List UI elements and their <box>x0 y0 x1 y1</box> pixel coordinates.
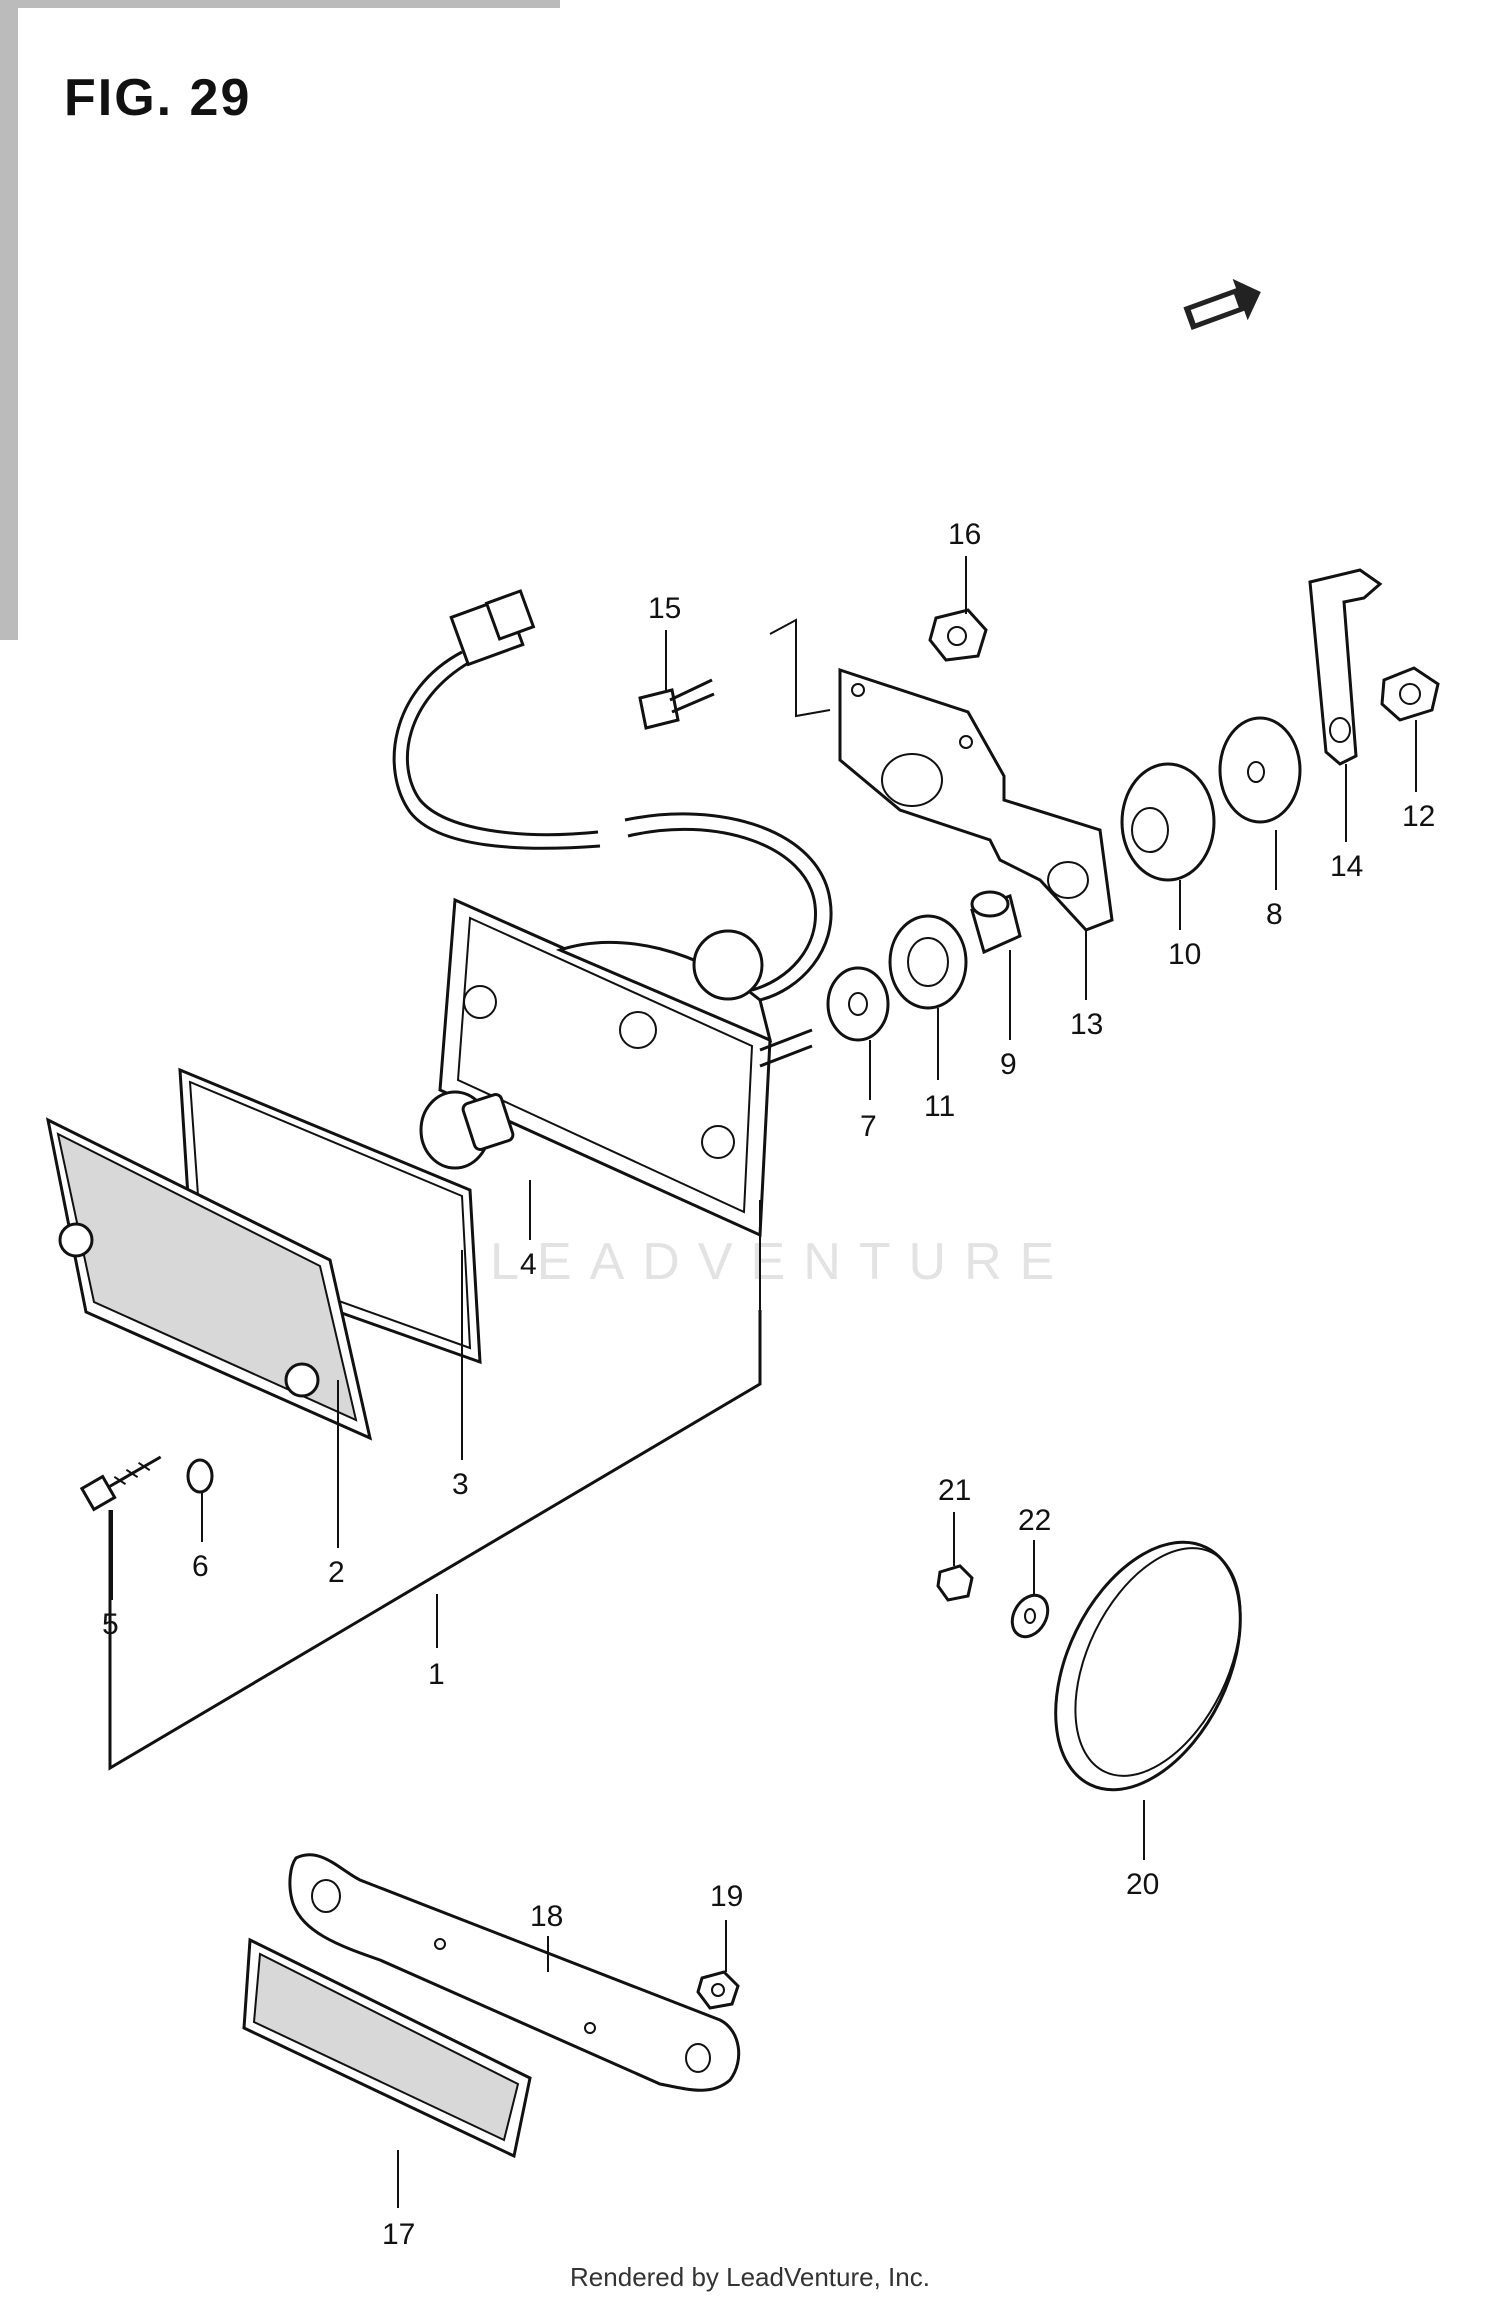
round-reflector <box>1054 1540 1242 1792</box>
callout-9: 9 <box>1000 1048 1017 1081</box>
callout-14: 14 <box>1330 850 1363 883</box>
watermark: LEADVENTURE <box>490 1233 1073 1291</box>
nut-icon <box>928 608 988 662</box>
callout-16: 16 <box>948 518 981 551</box>
callout-13: 13 <box>1070 1008 1103 1041</box>
callout-3: 3 <box>452 1468 469 1501</box>
footer-credit: Rendered by LeadVenture, Inc. <box>570 2262 930 2292</box>
callout-4: 4 <box>520 1248 537 1281</box>
clamp-icon <box>1308 568 1383 766</box>
callout-7: 7 <box>860 1110 877 1143</box>
screw-icon <box>79 1455 162 1512</box>
lens <box>45 1117 373 1441</box>
stud-icon <box>759 1028 813 1068</box>
callout-10: 10 <box>1168 938 1201 971</box>
cushion-inner-icon <box>888 914 968 1010</box>
figure-title: FIG. 29 <box>64 69 252 127</box>
callout-22: 22 <box>1018 1504 1051 1537</box>
reflector-nut-icon <box>696 1970 740 2010</box>
reflector-bracket <box>288 1853 741 2092</box>
bulb-icon <box>419 1090 515 1170</box>
washer-reflector-icon <box>1010 1593 1050 1639</box>
connector-icon <box>449 589 536 667</box>
callout-11: 11 <box>924 1090 955 1123</box>
bracket <box>769 618 1114 932</box>
forward-arrow-icon <box>1183 278 1261 330</box>
callout-6: 6 <box>192 1550 209 1583</box>
callout-2: 2 <box>328 1556 345 1589</box>
callout-20: 20 <box>1126 1868 1159 1901</box>
washer-icon <box>826 966 890 1042</box>
leader-lines <box>111 556 1417 2208</box>
bolt-icon <box>638 678 715 730</box>
side-reflector <box>242 1937 532 2159</box>
callout-21: 21 <box>938 1474 971 1507</box>
callout-1: 1 <box>428 1658 445 1691</box>
callout-8: 8 <box>1266 898 1283 931</box>
callout-labels: 1 2 3 4 5 6 7 8 9 10 11 12 13 14 15 16 1… <box>102 518 1435 2251</box>
washer-large-icon <box>1218 716 1302 824</box>
nut-small-icon <box>1380 666 1440 722</box>
callout-15: 15 <box>648 592 681 625</box>
cushion-outer-icon <box>1120 762 1216 882</box>
scan-noise <box>0 0 560 640</box>
spacer-icon <box>970 890 1022 955</box>
callout-17: 17 <box>382 2218 415 2251</box>
callout-12: 12 <box>1402 800 1435 833</box>
callout-18: 18 <box>530 1900 563 1933</box>
assembly-brace <box>108 1200 762 1771</box>
nut-reflector-icon <box>936 1564 974 1602</box>
wire-harness <box>392 589 833 1002</box>
callout-19: 19 <box>710 1880 743 1913</box>
housing <box>438 897 813 1238</box>
callout-5: 5 <box>102 1608 119 1641</box>
screw-washer-icon <box>186 1458 214 1494</box>
